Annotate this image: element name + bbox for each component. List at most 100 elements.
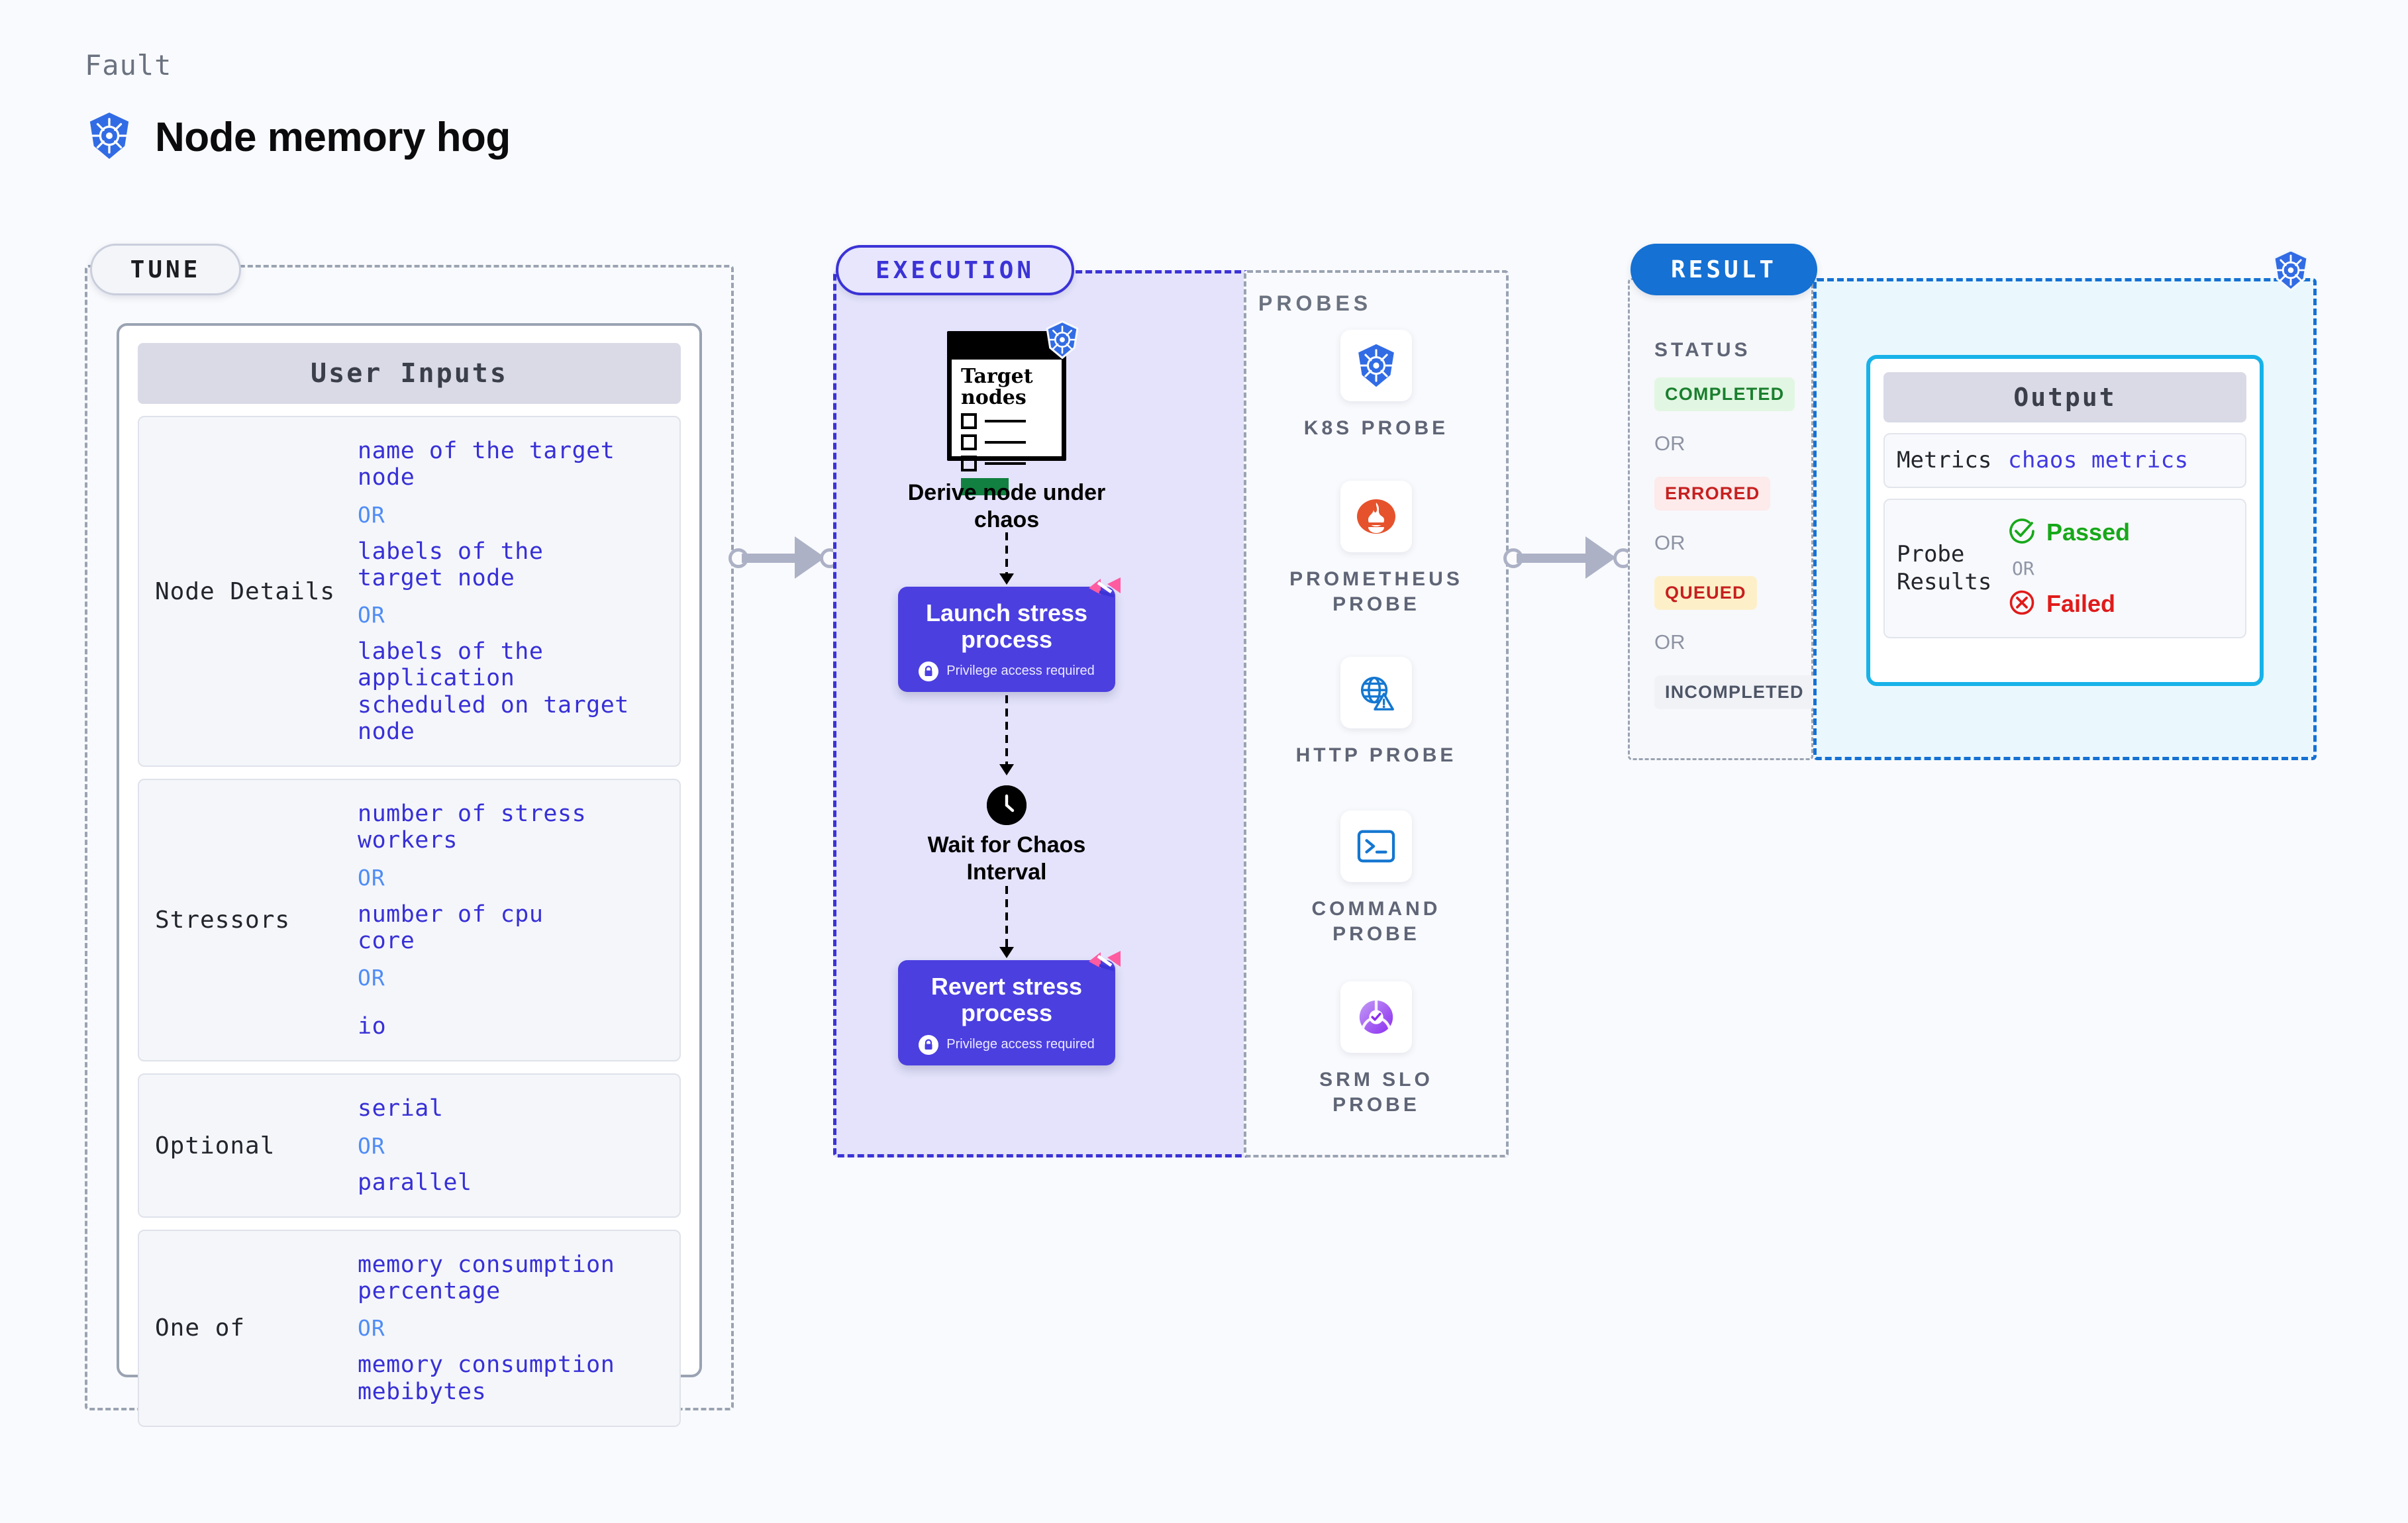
step-launch-stress-process[interactable]: Launch stress process Privilege access r… [898, 577, 1121, 692]
or-separator: OR [358, 864, 385, 891]
row-values-one-of: memory consumption percentage OR memory … [358, 1246, 679, 1411]
step-title: Launch stress process [925, 599, 1088, 654]
metrics-label: Metrics [1897, 447, 1992, 473]
table-row: Optional serial OR parallel [138, 1073, 681, 1218]
or-separator: OR [358, 965, 385, 991]
lock-icon [919, 661, 939, 681]
kubernetes-icon [2270, 248, 2311, 295]
output-card: Output Metrics chaos metrics Probe Resul… [1866, 355, 2264, 686]
page-title: Node memory hog [155, 115, 511, 160]
value-text: number of cpu core [358, 901, 544, 954]
row-label-optional: Optional [155, 1132, 276, 1159]
probe-item-command[interactable]: COMMAND PROBE [1244, 811, 1509, 946]
or-separator: OR [1654, 630, 1685, 654]
step-caption-wait-for-chaos: Wait for Chaos Interval [927, 832, 1086, 885]
value-text: serial [358, 1095, 444, 1122]
table-row: One of memory consumption percentage OR … [138, 1229, 681, 1427]
tune-stage-pill[interactable]: TUNE [90, 244, 241, 295]
value-text: labels of the target node [358, 538, 544, 591]
execution-stage-pill[interactable]: EXECUTION [836, 245, 1074, 295]
probe-label: SRM SLO PROBE [1319, 1069, 1433, 1116]
globe-warning-icon [1340, 657, 1412, 728]
x-circle-icon [2008, 589, 2036, 620]
kubernetes-icon [1044, 320, 1081, 362]
row-values-node-details: name of the target node OR labels of the… [358, 432, 679, 751]
failed-label: Failed [2046, 590, 2116, 617]
row-values-stressors: number of stress workers OR number of cp… [358, 795, 679, 1046]
or-separator: OR [358, 501, 385, 528]
probe-label: HTTP PROBE [1295, 744, 1457, 766]
probe-item-prometheus[interactable]: PROMETHEUS PROBE [1244, 481, 1509, 616]
probe-item-k8s[interactable]: K8S PROBE [1244, 330, 1509, 441]
connector-tune-to-execution [728, 536, 841, 579]
probe-result-failed: Failed [2008, 589, 2130, 620]
or-separator: OR [358, 602, 385, 628]
fault-eyebrow: Fault [85, 49, 172, 81]
probe-results-label: Probe Results [1897, 540, 1992, 596]
result-panel: Output Metrics chaos metrics Probe Resul… [1813, 278, 2317, 760]
kubernetes-icon [86, 111, 132, 164]
check-circle-icon [2008, 517, 2036, 548]
user-inputs-card: User Inputs Node Details name of the tar… [117, 323, 702, 1427]
value-text: name of the target node [358, 438, 615, 491]
tune-panel: User Inputs Node Details name of the tar… [85, 265, 734, 1427]
probe-label: K8S PROBE [1303, 417, 1449, 439]
probe-label: PROMETHEUS PROBE [1289, 568, 1463, 615]
target-nodes-note-icon: Target nodes [947, 331, 1066, 495]
connector-execution-to-result [1503, 536, 1636, 579]
value-text: labels of the application scheduled on t… [358, 638, 629, 745]
metrics-value: chaos metrics [2008, 447, 2189, 474]
result-pill-label: RESULT [1670, 256, 1778, 283]
value-text: parallel [358, 1169, 472, 1196]
table-row: Node Details name of the target node OR … [138, 416, 681, 767]
value-text: number of stress workers [358, 801, 587, 854]
probe-result-passed: Passed [2008, 517, 2130, 548]
or-separator: OR [2012, 557, 2034, 579]
flow-arrow-head [999, 947, 1014, 958]
probe-item-srm-slo[interactable]: SRM SLO PROBE [1244, 981, 1509, 1117]
harness-logo-icon [1087, 576, 1122, 611]
row-label-node-details: Node Details [155, 577, 336, 605]
row-values-optional: serial OR parallel [358, 1089, 679, 1202]
probes-panel: PROBES K8S PROBE [1244, 270, 1509, 1157]
step-revert-stress-process[interactable]: Revert stress process Privilege access r… [898, 951, 1121, 1065]
or-separator: OR [1654, 531, 1685, 554]
tune-pill-label: TUNE [130, 256, 201, 283]
probe-item-http[interactable]: HTTP PROBE [1244, 657, 1509, 768]
row-label-stressors: Stressors [155, 907, 291, 934]
or-separator: OR [358, 1315, 385, 1342]
value-text: io [358, 1013, 387, 1040]
kubernetes-icon [1340, 330, 1412, 401]
status-panel: STATUS COMPLETED OR ERRORED OR QUEUED OR… [1628, 278, 1815, 760]
flow-arrow-head [999, 573, 1014, 585]
step-caption-derive-node: Derive node under chaos [907, 480, 1106, 532]
user-inputs-title: User Inputs [138, 343, 681, 404]
srm-slo-icon [1340, 981, 1412, 1053]
lock-icon [919, 1034, 939, 1055]
or-separator: OR [358, 1132, 385, 1159]
or-separator: OR [1654, 432, 1685, 455]
probes-title: PROBES [1258, 291, 1372, 315]
result-stage-pill[interactable]: RESULT [1630, 244, 1817, 295]
output-row-probe-results: Probe Results Passed OR [1883, 498, 2246, 638]
terminal-icon [1340, 811, 1412, 882]
prometheus-icon [1340, 481, 1412, 552]
table-row: Stressors number of stress workers OR nu… [138, 779, 681, 1062]
clock-icon [987, 785, 1027, 825]
flow-arrow [1005, 532, 1008, 576]
step-subtitle-row: Privilege access required [898, 1034, 1115, 1055]
step-subtitle: Privilege access required [946, 663, 1095, 679]
status-badge: INCOMPLETED [1654, 675, 1815, 709]
row-label-one-of: One of [155, 1314, 246, 1342]
status-badge: ERRORED [1654, 477, 1771, 511]
status-title: STATUS [1654, 339, 1751, 361]
value-text: memory consumption mebibytes [358, 1351, 615, 1405]
step-subtitle: Privilege access required [946, 1037, 1095, 1052]
output-title: Output [1883, 372, 2246, 422]
value-text: memory consumption percentage [358, 1251, 615, 1304]
execution-pill-label: EXECUTION [875, 256, 1035, 284]
flow-arrow [1005, 886, 1008, 950]
flow-arrow [1005, 695, 1008, 767]
step-title: Revert stress process [930, 973, 1083, 1027]
note-title: Target nodes [961, 365, 1033, 409]
